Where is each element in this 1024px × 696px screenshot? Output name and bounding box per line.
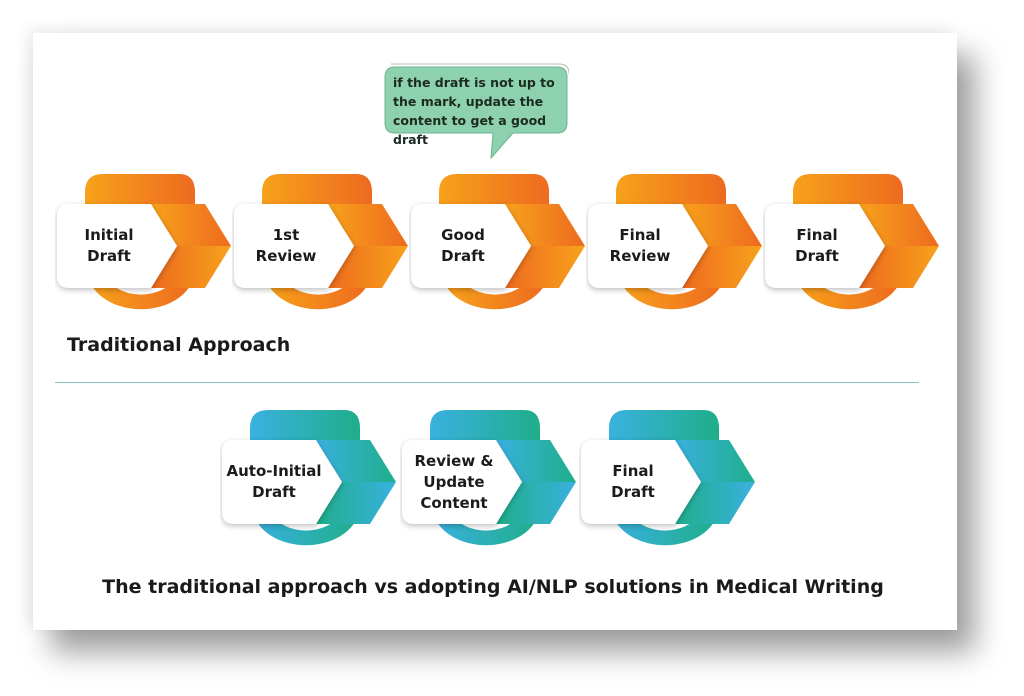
step-shape xyxy=(234,174,408,310)
speech-bubble-icon xyxy=(384,63,570,160)
flow-step: Auto-Initial Draft xyxy=(220,408,400,558)
flow-step: Final Draft xyxy=(763,172,943,322)
step-label: Review & Update Content xyxy=(414,451,494,512)
callout-bubble: if the draft is not up to the mark, upda… xyxy=(381,63,570,160)
step-shape xyxy=(402,410,576,546)
step-shape xyxy=(588,174,762,310)
step-shape xyxy=(765,174,939,310)
flow-step: Final Review xyxy=(586,172,766,322)
flow-step: Review & Update Content xyxy=(400,408,580,558)
step-label: Final Draft xyxy=(795,226,839,265)
section-title-traditional: Traditional Approach xyxy=(67,334,291,356)
step-shape xyxy=(581,410,755,546)
step-shape xyxy=(411,174,585,310)
step-label: Good Draft xyxy=(441,226,485,265)
flow-step: Final Draft xyxy=(579,408,759,558)
flow-step: Initial Draft xyxy=(55,172,235,322)
step-shape xyxy=(57,174,231,310)
divider xyxy=(55,382,919,383)
callout-text: if the draft is not up to the mark, upda… xyxy=(393,75,555,147)
step-label: Final Draft xyxy=(611,462,655,501)
step-label: Final Review xyxy=(609,226,671,265)
step-label: 1st Review xyxy=(255,226,317,265)
step-label: Auto-Initial Draft xyxy=(226,462,322,501)
flow-step: Good Draft xyxy=(409,172,589,322)
flow-step: 1st Review xyxy=(232,172,412,322)
step-shape xyxy=(222,410,396,546)
figure-caption: The traditional approach vs adopting AI/… xyxy=(102,576,884,598)
step-label: Initial Draft xyxy=(84,226,134,265)
